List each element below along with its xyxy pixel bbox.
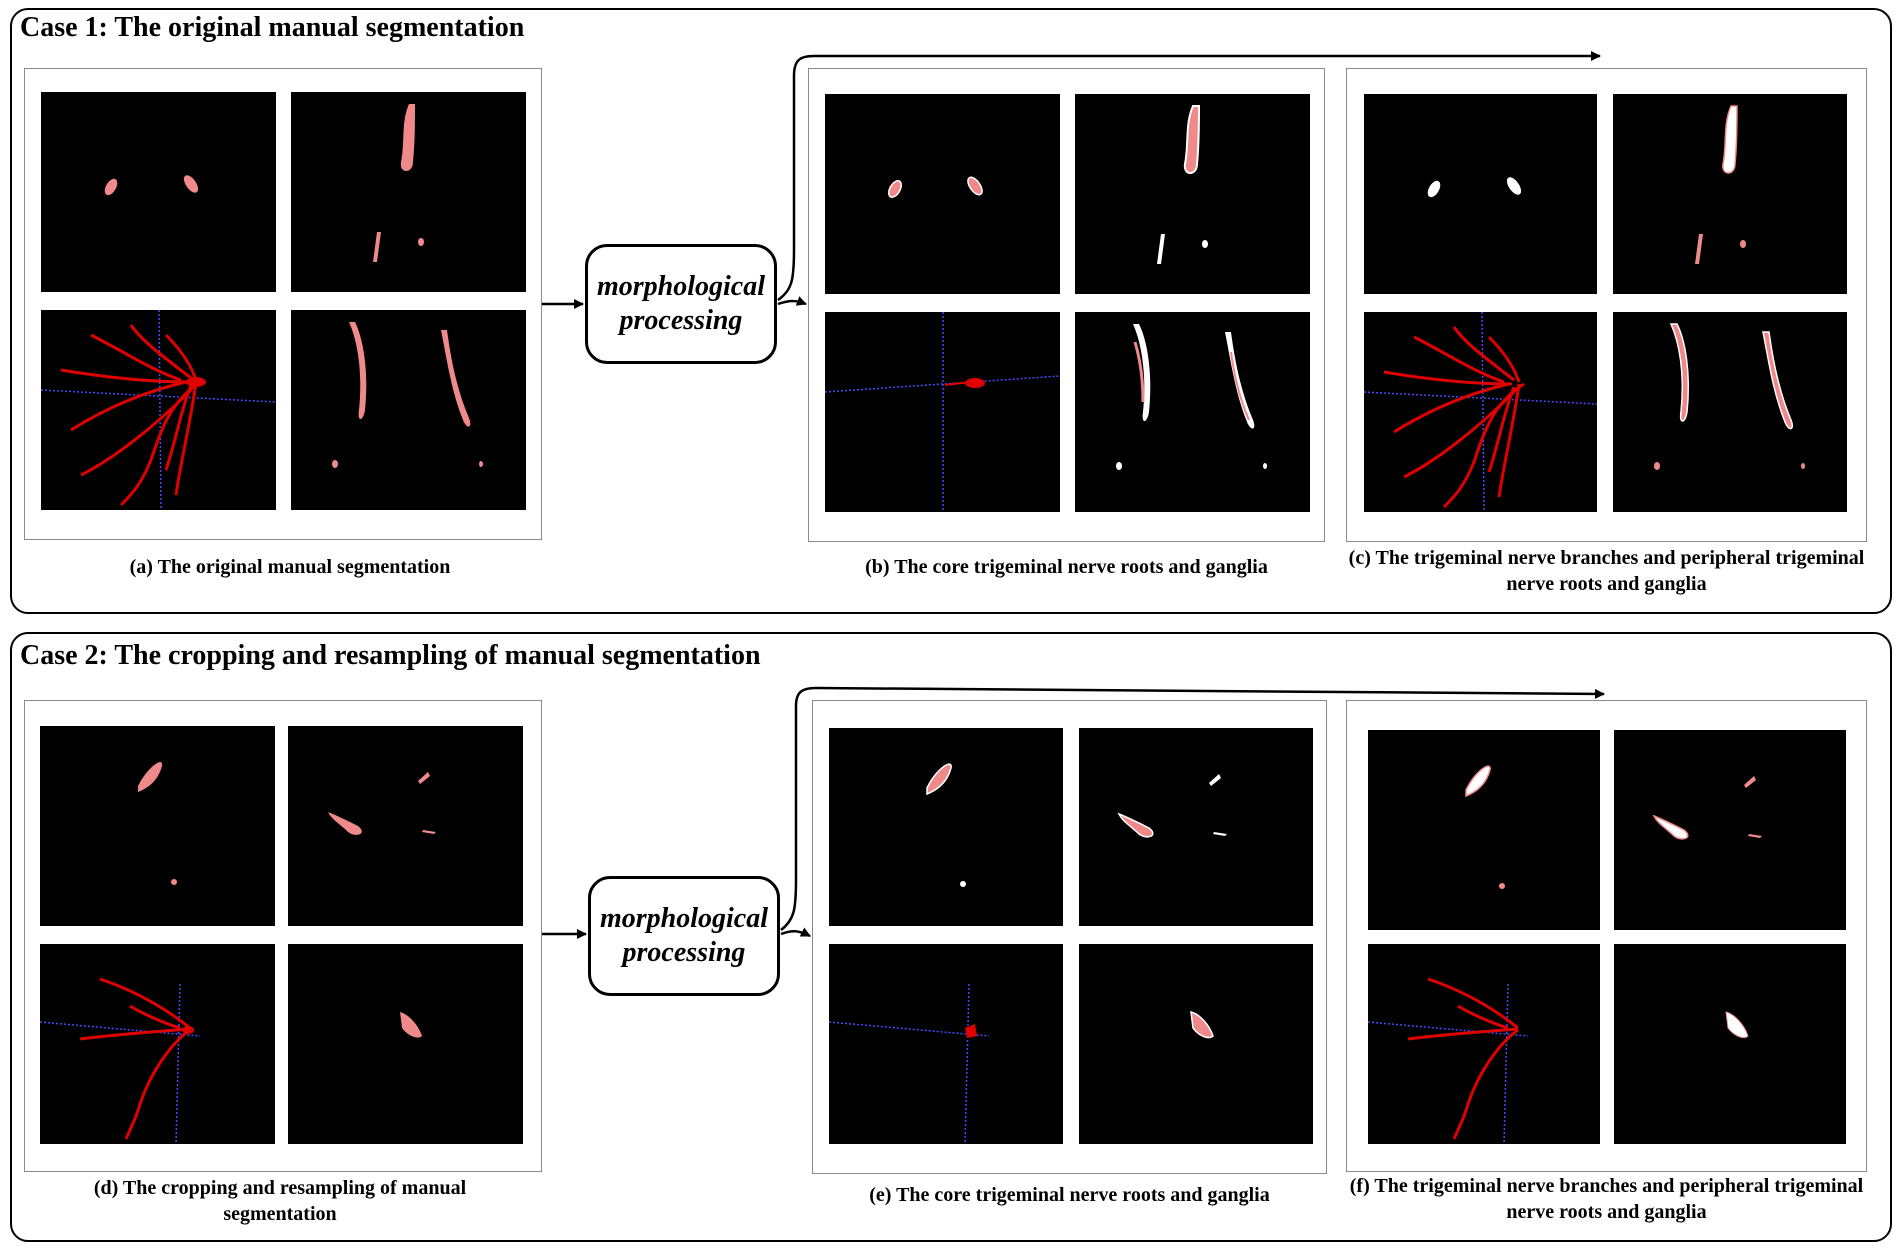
panel-b-sagittal-slice [1075, 94, 1310, 294]
case1-title: Case 1: The original manual segmentation [20, 12, 525, 43]
panel-c-3d-render [1364, 312, 1597, 512]
panel-b-3d-render [825, 312, 1060, 512]
case1-section: Case 1: The original manual segmentation [10, 8, 1892, 614]
panel-a-axial-slice [41, 92, 276, 292]
panel-e-coronal-slice [1079, 944, 1313, 1144]
panel-a-3d-render [41, 310, 276, 510]
panel-f-sagittal-slice [1614, 730, 1846, 930]
caption-f: (f) The trigeminal nerve branches and pe… [1349, 1175, 1864, 1223]
case2-morphological-processing-box: morphological processing [588, 876, 780, 996]
panel-e-3d-render [829, 944, 1063, 1144]
case1-arrow-to-core [777, 296, 807, 306]
panel-f-axial-slice [1368, 730, 1600, 930]
case2-arrow-to-branches [780, 686, 1605, 931]
case2-title: Case 2: The cropping and resampling of m… [20, 640, 761, 671]
panel-a-coronal-slice [291, 310, 526, 510]
case1-process-label: morphological processing [596, 271, 765, 336]
caption-e: (e) The core trigeminal nerve roots and … [869, 1184, 1270, 1206]
panel-e-axial-slice [829, 728, 1063, 926]
panel-c-axial-slice [1364, 94, 1597, 294]
panel-f-coronal-slice [1614, 944, 1846, 1144]
panel-d-3d-render [40, 944, 275, 1144]
caption-c: (c) The trigeminal nerve branches and pe… [1348, 547, 1865, 595]
panel-c-coronal-slice [1613, 312, 1847, 512]
caption-a: (a) The original manual segmentation [129, 556, 451, 578]
case2-section: Case 2: The cropping and resampling of m… [10, 632, 1892, 1242]
panel-e-sagittal-slice [1079, 728, 1313, 926]
case2-process-label: morphological processing [599, 903, 768, 968]
case1-morphological-processing-box: morphological processing [585, 244, 777, 364]
panel-d-axial-slice [40, 726, 275, 926]
panel-a-sagittal-slice [291, 92, 526, 292]
panel-b-coronal-slice [1075, 312, 1310, 512]
panel-c-sagittal-slice [1613, 94, 1847, 294]
panel-f-3d-render [1368, 944, 1600, 1144]
case2-arrow-to-core [780, 927, 811, 938]
panel-d-coronal-slice [288, 944, 523, 1144]
caption-b: (b) The core trigeminal nerve roots and … [865, 556, 1268, 578]
panel-b-axial-slice [825, 94, 1060, 294]
caption-d: (d) The cropping and resampling of manua… [93, 1177, 467, 1225]
panel-d-sagittal-slice [288, 726, 523, 926]
case1-arrow-to-branches [777, 51, 1601, 302]
